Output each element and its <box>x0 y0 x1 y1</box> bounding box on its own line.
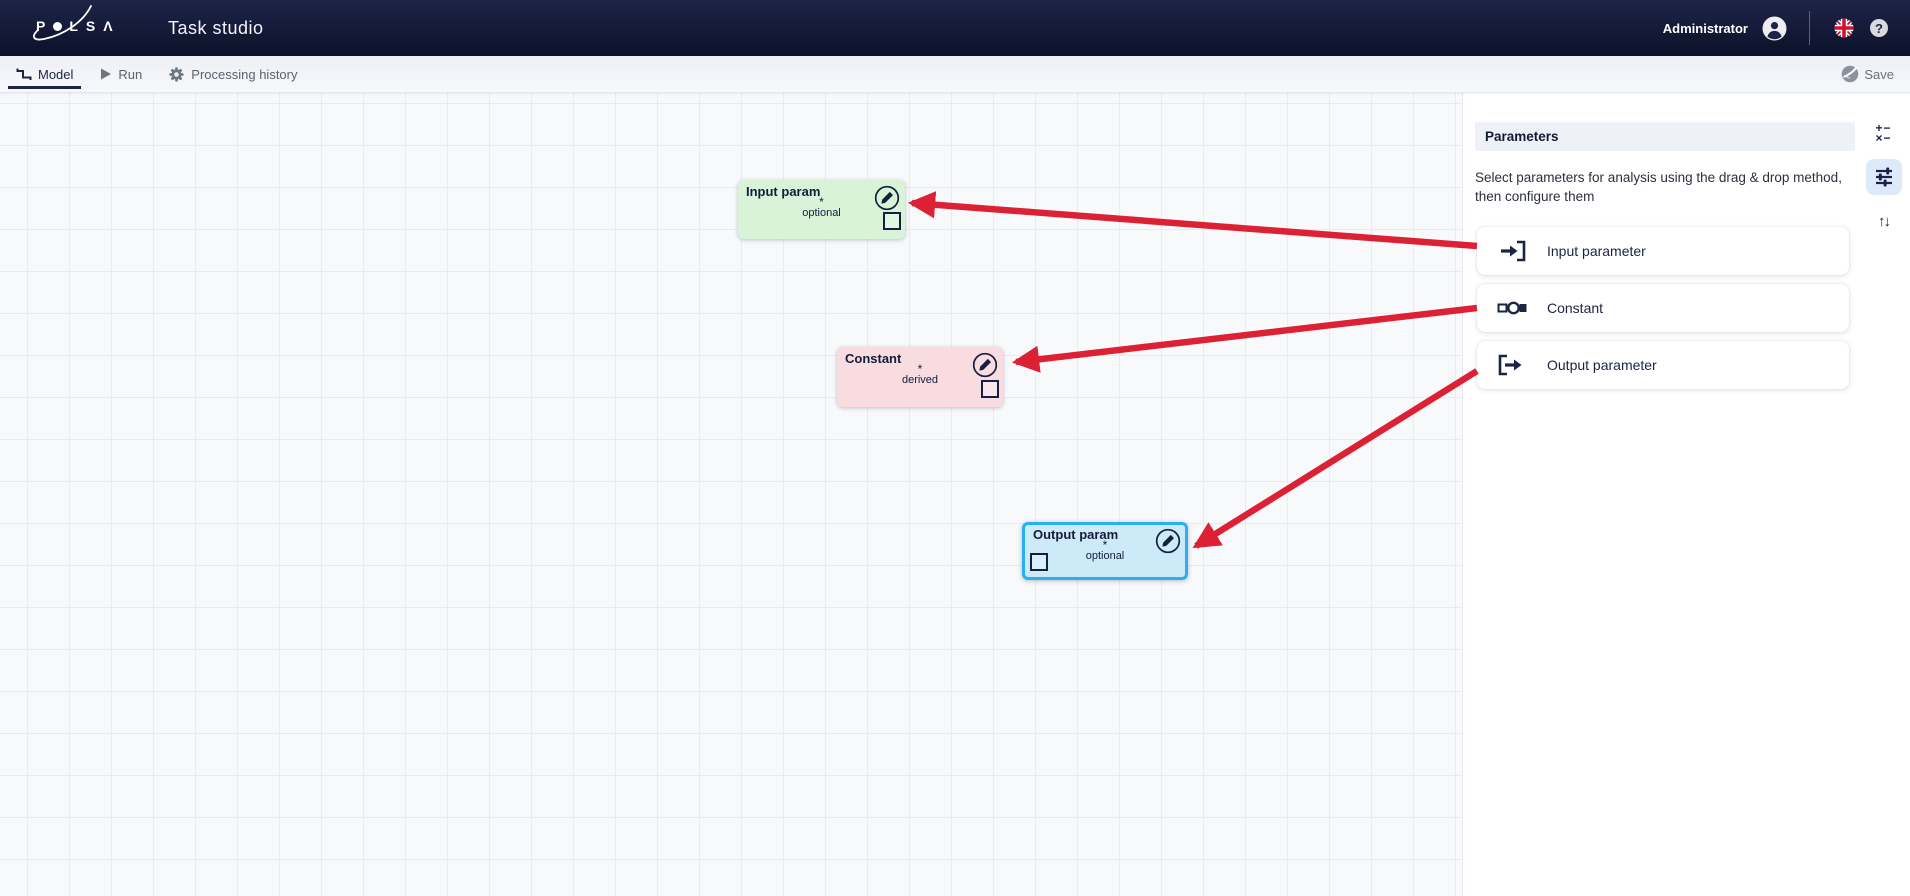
edit-node-button[interactable] <box>874 185 900 211</box>
node-output-param[interactable]: Output param * optional <box>1022 522 1188 580</box>
save-label: Save <box>1864 66 1894 82</box>
uk-flag-icon <box>1834 18 1854 38</box>
param-card-constant[interactable]: Constant <box>1477 284 1849 332</box>
required-marker: * <box>819 195 824 209</box>
person-icon <box>1762 16 1787 40</box>
edit-node-button[interactable] <box>972 352 998 378</box>
connector-port[interactable] <box>1030 553 1048 571</box>
tab-run[interactable]: Run <box>89 56 152 92</box>
param-card-input-parameter[interactable]: Input parameter <box>1477 227 1849 275</box>
node-input-param[interactable]: Input param * optional <box>738 180 905 239</box>
user-avatar[interactable] <box>1762 16 1787 41</box>
tab-label: Run <box>118 66 143 82</box>
panel-description: Select parameters for analysis using the… <box>1475 170 1842 204</box>
app-title: Task studio <box>168 17 264 38</box>
navbar-divider <box>1809 11 1810 45</box>
logo-letter: L <box>69 18 79 34</box>
swap-vertical-icon: ↑↓ <box>1878 212 1891 230</box>
model-canvas-grid[interactable]: Input param * optional Constant * derive… <box>0 93 1463 896</box>
node-title: Input param <box>746 184 821 199</box>
play-icon <box>101 68 112 80</box>
parameter-list: Input parameter Constant <box>1475 227 1857 389</box>
pencil-icon <box>1155 528 1181 554</box>
pencil-icon <box>972 352 998 378</box>
edit-node-button[interactable] <box>1155 528 1181 554</box>
tab-label: Model <box>38 66 74 82</box>
required-marker: * <box>917 362 923 376</box>
param-card-label: Output parameter <box>1547 357 1657 373</box>
logo-letter: Λ <box>103 18 114 34</box>
sort-tool-button[interactable]: ↑↓ <box>1866 203 1902 239</box>
node-subtitle: derived <box>901 374 939 386</box>
panel-tool-strip: +− ×− ↑↓ <box>1857 93 1910 896</box>
node-title: Constant <box>845 351 902 366</box>
node-constant[interactable]: Constant * derived <box>837 347 1003 407</box>
logo-letter: P <box>36 18 47 34</box>
top-navbar: P L S Λ Task studio Administrator <box>0 0 1910 56</box>
parameters-tool-button[interactable] <box>1865 159 1902 195</box>
param-card-label: Input parameter <box>1547 243 1646 259</box>
tab-processing-history[interactable]: Processing history <box>158 56 307 92</box>
node-subtitle: optional <box>1085 550 1125 562</box>
gear-icon <box>169 66 184 82</box>
required-marker: * <box>1102 538 1108 552</box>
input-parameter-icon <box>1501 240 1526 262</box>
tab-model[interactable]: Model <box>6 56 83 92</box>
output-parameter-icon <box>1498 354 1522 376</box>
polsa-logo: P L S Λ <box>28 5 136 51</box>
model-flow-icon <box>16 68 32 80</box>
tune-sliders-icon <box>1875 167 1892 187</box>
connector-port[interactable] <box>883 212 901 230</box>
connector-port[interactable] <box>981 380 999 398</box>
language-flag-button[interactable] <box>1832 16 1856 40</box>
node-title: Output param <box>1033 527 1119 542</box>
panel-title: Parameters <box>1475 122 1855 151</box>
node-subtitle: optional <box>802 207 841 219</box>
studio-toolbar: Model Run Processing history Save <box>0 56 1910 93</box>
username-label: Administrator <box>1662 20 1748 36</box>
operators-icon: +− <box>1875 121 1892 135</box>
operators-tool-button[interactable]: +− ×− <box>1875 121 1892 145</box>
tab-label: Processing history <box>191 66 298 82</box>
logo-letters: P L S Λ <box>36 18 114 34</box>
constant-icon <box>1497 301 1527 315</box>
main-area: Input param * optional Constant * derive… <box>0 93 1910 896</box>
parameters-panel: Parameters Select parameters for analysi… <box>1463 93 1910 896</box>
pencil-icon <box>874 185 900 211</box>
logo-dot-icon <box>53 21 63 31</box>
save-globe-icon <box>1842 65 1859 83</box>
param-card-output-parameter[interactable]: Output parameter <box>1477 341 1849 389</box>
save-button[interactable]: Save <box>1841 56 1894 92</box>
help-button[interactable]: ? <box>1870 19 1888 37</box>
param-card-label: Constant <box>1547 300 1604 316</box>
logo-letter: S <box>85 18 97 34</box>
logo-orbit-arc <box>33 5 92 41</box>
